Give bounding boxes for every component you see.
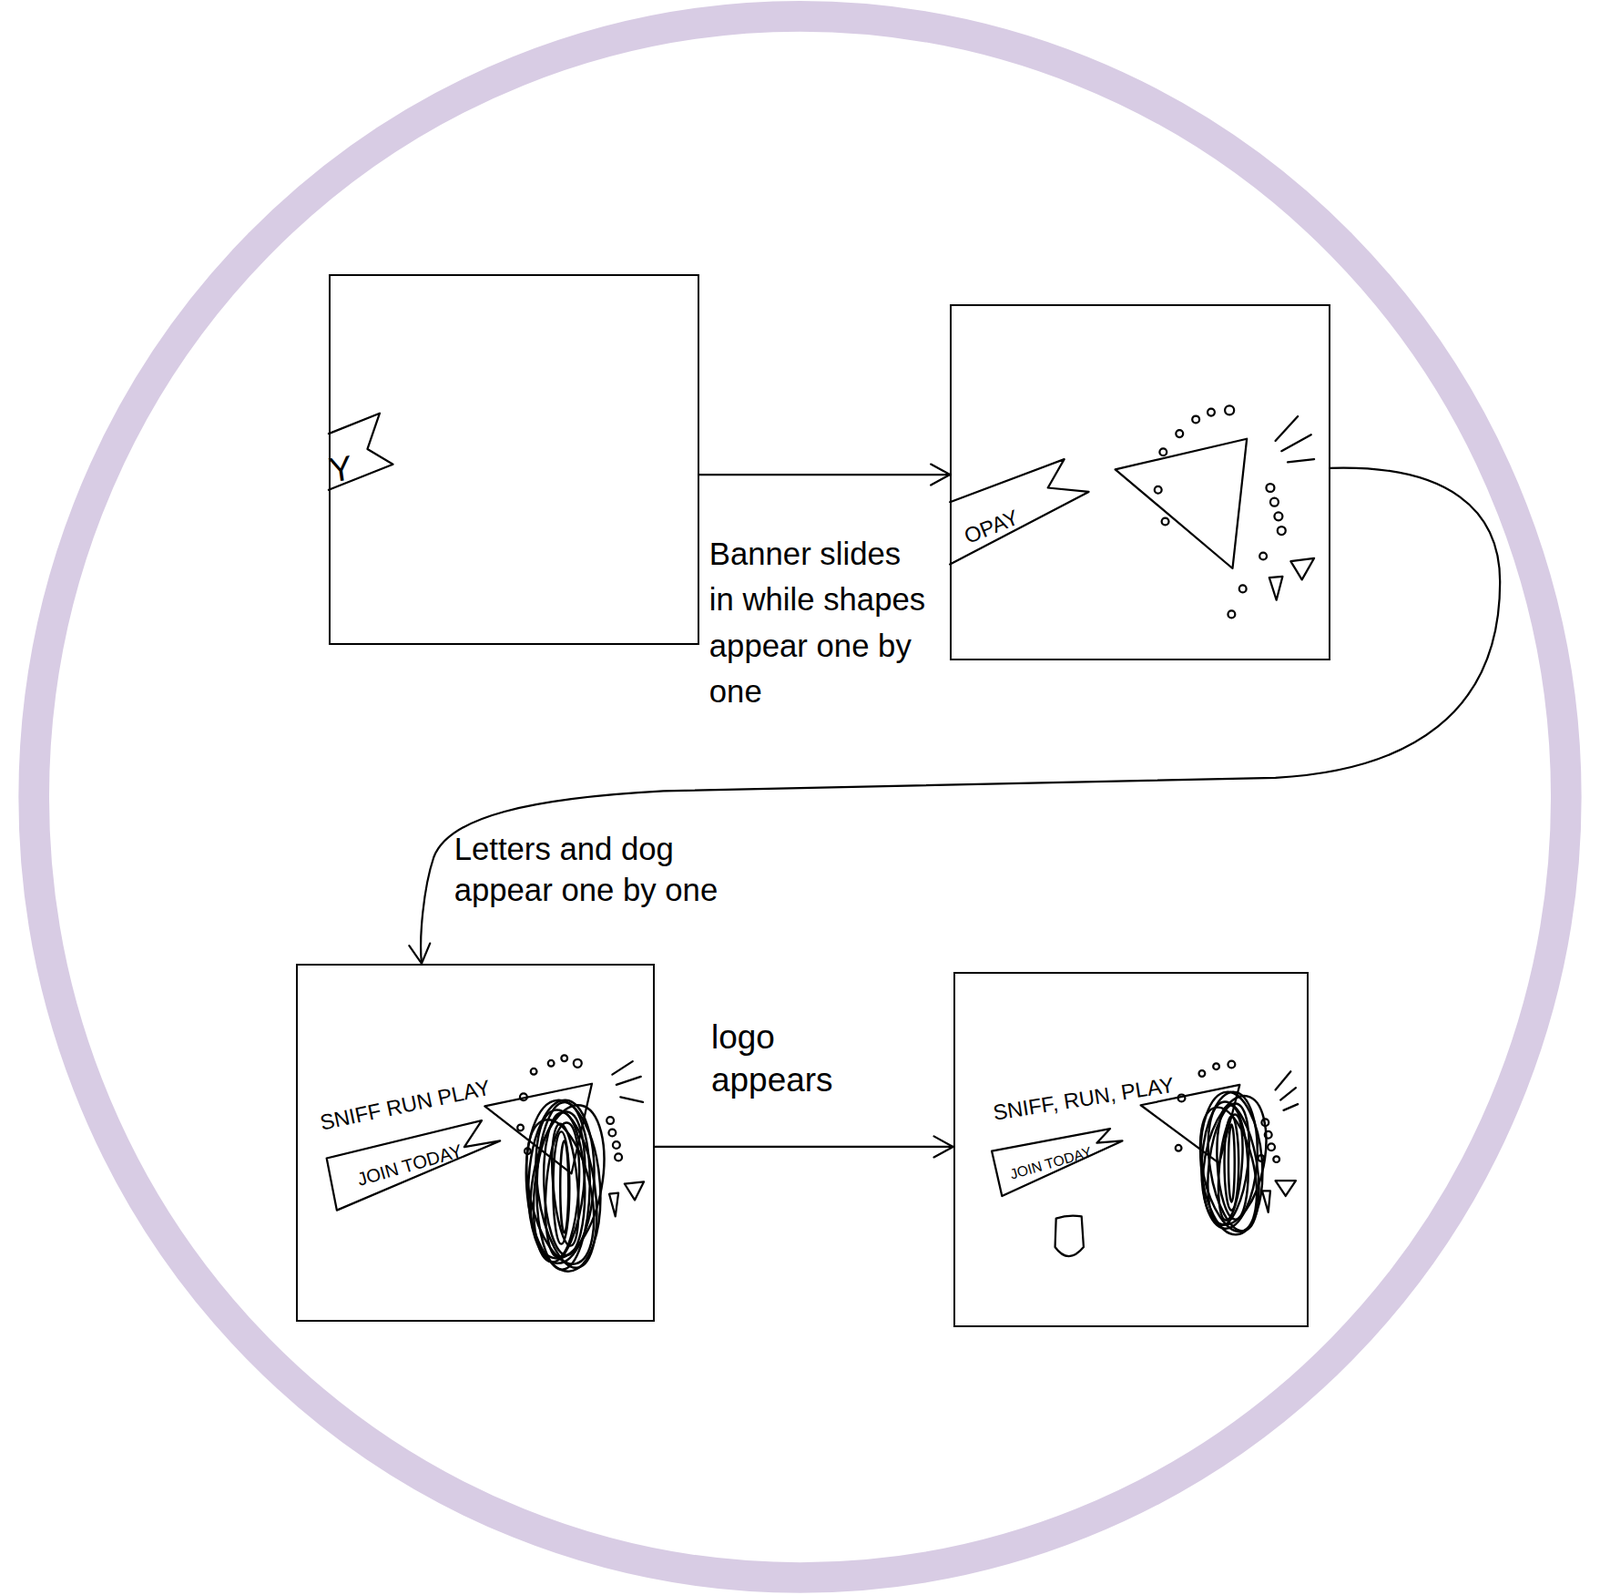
transition-note: Banner slides in while shapes appear one… xyxy=(709,530,935,715)
confetti-triangle xyxy=(1290,558,1315,581)
confetti-dot xyxy=(608,1129,616,1137)
frame-text: Y xyxy=(326,450,355,489)
motion-line xyxy=(616,1076,642,1085)
confetti-dot xyxy=(1207,408,1215,417)
scribble-loop xyxy=(520,1097,607,1274)
confetti-dot xyxy=(573,1059,582,1068)
confetti-dot xyxy=(1212,1062,1220,1070)
arrow-head xyxy=(934,1135,954,1157)
scribble-loop xyxy=(1192,1090,1276,1230)
logo-shape xyxy=(1055,1215,1084,1256)
scribble-loop xyxy=(519,1099,616,1264)
frame-text: SNIFF RUN PLAY xyxy=(317,1077,492,1135)
transition-arrow xyxy=(654,1145,953,1148)
banner-shape xyxy=(326,1120,500,1211)
scribble-loop xyxy=(560,1140,569,1233)
scribble-loop xyxy=(1190,1101,1267,1237)
confetti-dot xyxy=(1259,552,1267,561)
motion-line xyxy=(611,1060,632,1075)
scribble-loop xyxy=(541,1110,588,1255)
motion-line xyxy=(1275,416,1299,441)
confetti-dot xyxy=(530,1068,538,1075)
confetti-dot xyxy=(1192,416,1200,424)
confetti-dot xyxy=(1273,511,1283,520)
confetti-dot xyxy=(560,1054,568,1061)
arrow-head xyxy=(408,943,430,964)
frame-text: SNIFF, RUN, PLAY xyxy=(991,1073,1176,1124)
confetti-dot xyxy=(1175,1144,1183,1152)
motion-line xyxy=(1275,1070,1292,1090)
frame-text: JOIN TODAY xyxy=(1008,1144,1093,1183)
scribble-loop xyxy=(1195,1090,1267,1237)
banner-shape xyxy=(949,458,1089,564)
motion-line xyxy=(1281,434,1311,451)
scribble-loop xyxy=(1228,1124,1235,1203)
arrow-head xyxy=(930,464,950,486)
scribble-loop xyxy=(515,1113,606,1271)
transition-arrow xyxy=(420,468,1500,964)
confetti-dot xyxy=(1273,1155,1280,1162)
confetti-dot xyxy=(1265,483,1274,492)
confetti-dot xyxy=(1178,1094,1186,1102)
confetti-dot xyxy=(606,1116,614,1124)
confetti-dot xyxy=(1270,498,1279,507)
confetti-triangle xyxy=(624,1181,644,1200)
scribble-loop xyxy=(548,1122,584,1247)
confetti-dot xyxy=(1227,1060,1235,1069)
dog-scribble xyxy=(515,1097,616,1274)
scribble-loop xyxy=(535,1100,592,1270)
confetti-dot xyxy=(1175,429,1183,438)
frame-text: OPAY xyxy=(961,507,1022,549)
confetti-triangle xyxy=(1275,1180,1296,1196)
banner-shape xyxy=(991,1128,1122,1196)
lavender-ring xyxy=(33,16,1567,1578)
motion-line xyxy=(1287,458,1315,462)
confetti-dot xyxy=(1224,405,1234,415)
confetti-dot xyxy=(614,1152,622,1161)
transition-note: Letters and dog appear one by one xyxy=(454,828,725,911)
frame-text: JOIN TODAY xyxy=(355,1141,465,1189)
confetti-dot xyxy=(519,1092,528,1101)
confetti-dot xyxy=(548,1059,555,1067)
scribble-loop xyxy=(1224,1116,1240,1211)
storyboard-frame: SNIFF RUN PLAY JOIN TODAY xyxy=(295,963,655,1322)
scribble-loop xyxy=(552,1131,570,1244)
confetti-dot xyxy=(612,1141,621,1149)
motion-line xyxy=(1280,1087,1296,1100)
storyboard-frame: SNIFF, RUN, PLAY JOIN TODAY xyxy=(953,971,1309,1327)
scribble-loop xyxy=(540,1121,583,1258)
transition-arrow xyxy=(699,473,951,476)
motion-line xyxy=(620,1096,643,1102)
confetti-dot xyxy=(1277,526,1286,535)
confetti-dot xyxy=(1159,448,1167,456)
transition-note: logo appears xyxy=(711,1015,885,1101)
confetti-dot xyxy=(1199,1070,1206,1077)
confetti-dot xyxy=(517,1124,524,1132)
storyboard-frame: OPAY xyxy=(949,304,1331,661)
confetti-triangle xyxy=(1269,576,1284,601)
dog-scribble xyxy=(1190,1090,1276,1237)
confetti-dot xyxy=(1154,486,1162,494)
confetti-dot xyxy=(1161,518,1170,526)
storyboard-frame: Y xyxy=(328,274,700,645)
confetti-dot xyxy=(1267,1142,1275,1151)
confetti-triangle xyxy=(609,1192,619,1217)
party-hat xyxy=(1115,438,1248,569)
confetti-dot xyxy=(1239,584,1247,592)
motion-line xyxy=(1284,1103,1299,1111)
confetti-triangle xyxy=(1262,1190,1271,1213)
confetti-dot xyxy=(1227,610,1235,618)
